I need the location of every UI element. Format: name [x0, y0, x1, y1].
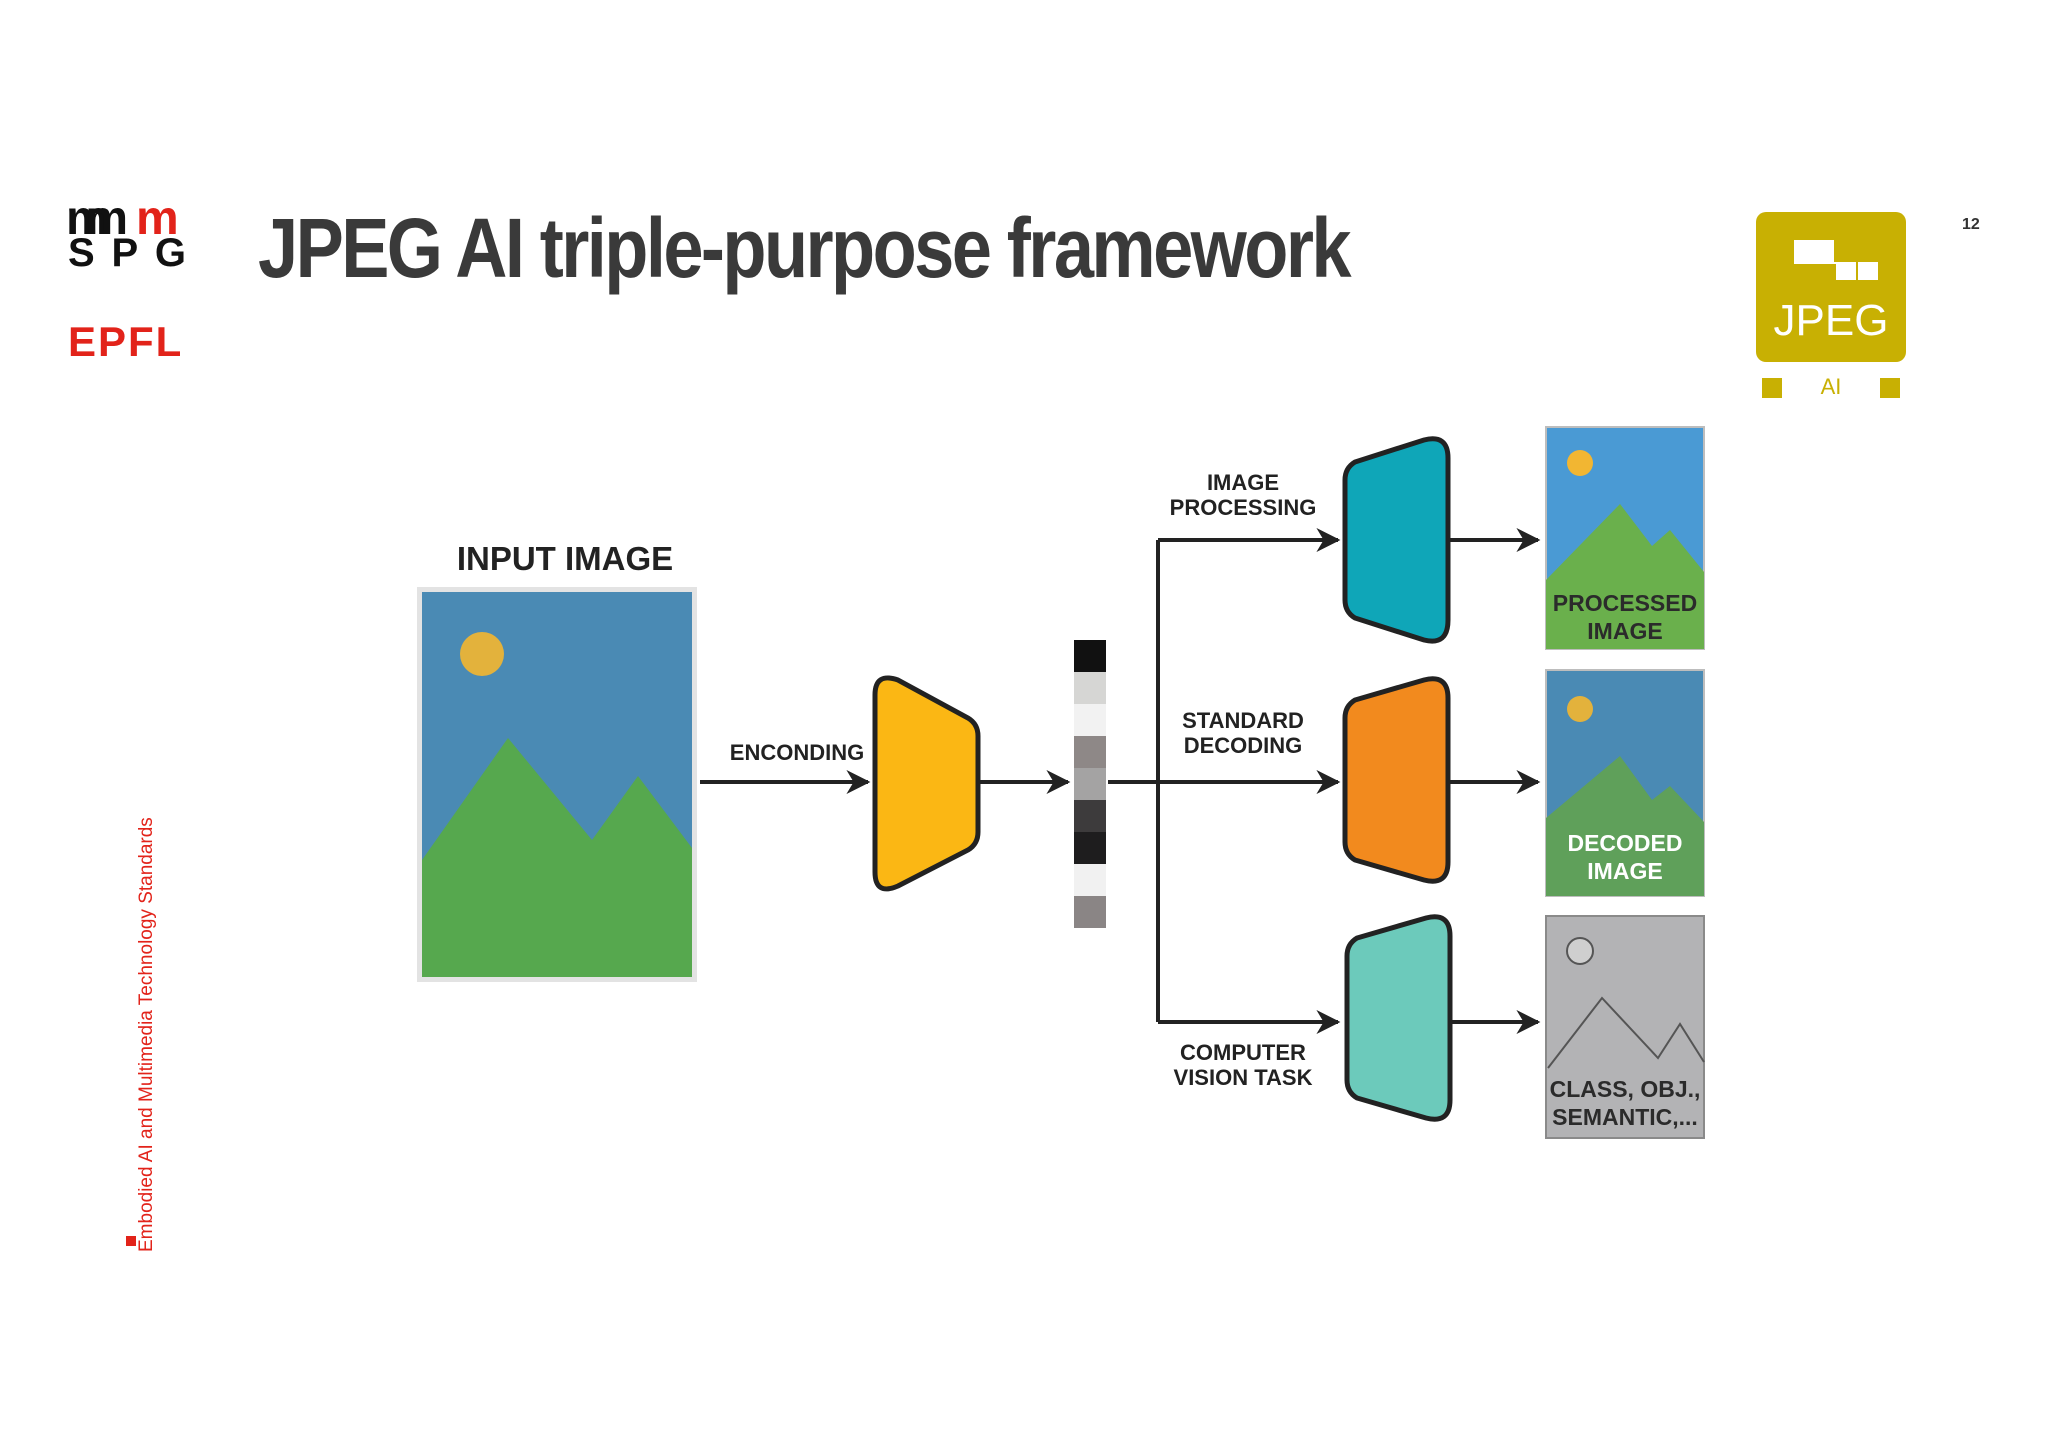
decoder-decoding-shape: [1342, 676, 1451, 884]
latent-block: [1074, 672, 1106, 704]
jpeg-square-icon: [1880, 378, 1900, 398]
encoder-shape: [872, 675, 981, 892]
mmspg-logo: mm m SPG: [66, 200, 186, 268]
page-number: 12: [1962, 216, 1980, 233]
latent-block: [1074, 896, 1106, 928]
output-vision-task: [1545, 915, 1705, 1139]
decoder-processing-shape: [1342, 436, 1451, 644]
branch-label-decoding-line1: STANDARD: [1182, 708, 1304, 733]
branch-label-processing: IMAGE PROCESSING: [1160, 470, 1326, 521]
output-decoded-image: [1545, 669, 1705, 897]
output-label-decoded: DECODED IMAGE: [1546, 830, 1704, 885]
branch-label-processing-line2: PROCESSING: [1169, 495, 1317, 521]
branch-label-decoding: STANDARD DECODING: [1160, 708, 1326, 759]
branch-label-decoding-line2: DECODING: [1183, 733, 1303, 759]
output-label-processed-line1: PROCESSED: [1552, 590, 1698, 616]
latent-block: [1074, 864, 1106, 896]
latent-block: [1074, 640, 1106, 672]
branch-label-vision-line1: COMPUTER: [1180, 1040, 1306, 1065]
jpeg-square-icon: [1762, 378, 1782, 398]
output-label-decoded-line1: DECODED: [1567, 830, 1683, 856]
epfl-logo: EPFL: [68, 318, 184, 365]
mmspg-logo-line2: SPG: [68, 231, 186, 268]
branch-label-processing-line1: IMAGE: [1206, 470, 1280, 495]
slide-title: JPEG AI triple-purpose framework: [258, 201, 1352, 295]
input-image: [417, 587, 697, 982]
footer-bullet-icon: [126, 1236, 136, 1246]
jpeg-ai-logo: JPEG: [1756, 212, 1906, 362]
output-processed-image: [1545, 426, 1705, 650]
jpeg-ai-label: AI: [1820, 374, 1842, 399]
branch-label-vision: COMPUTER VISION TASK: [1160, 1040, 1326, 1091]
latent-block: [1074, 832, 1106, 864]
output-label-vision-line2: SEMANTIC,...: [1552, 1103, 1698, 1130]
encoding-label: ENCONDING: [729, 740, 865, 765]
jpeg-ai-sublabel: AI: [1756, 374, 1906, 400]
jpeg-logo-blocks-icon: [1794, 240, 1878, 280]
latent-block: [1074, 704, 1106, 736]
latent-block: [1074, 768, 1106, 800]
branch-label-vision-line2: VISION TASK: [1173, 1065, 1313, 1091]
latent-block: [1074, 736, 1106, 768]
latent-representation: [1074, 640, 1106, 928]
output-label-processed-line2: IMAGE: [1587, 617, 1663, 644]
output-label-processed: PROCESSED IMAGE: [1546, 590, 1704, 645]
mmspg-logo-line1: mm: [66, 200, 128, 245]
output-label-vision-line1: CLASS, OBJ.,: [1549, 1076, 1701, 1102]
svg-text:m: m: [136, 200, 179, 245]
latent-block: [1074, 800, 1106, 832]
output-label-decoded-line2: IMAGE: [1587, 857, 1663, 884]
decoder-vision-shape: [1344, 914, 1453, 1122]
output-label-vision: CLASS, OBJ., SEMANTIC,...: [1542, 1076, 1708, 1131]
input-image-label: INPUT IMAGE: [456, 540, 674, 577]
jpeg-logo-text: JPEG: [1773, 296, 1889, 345]
